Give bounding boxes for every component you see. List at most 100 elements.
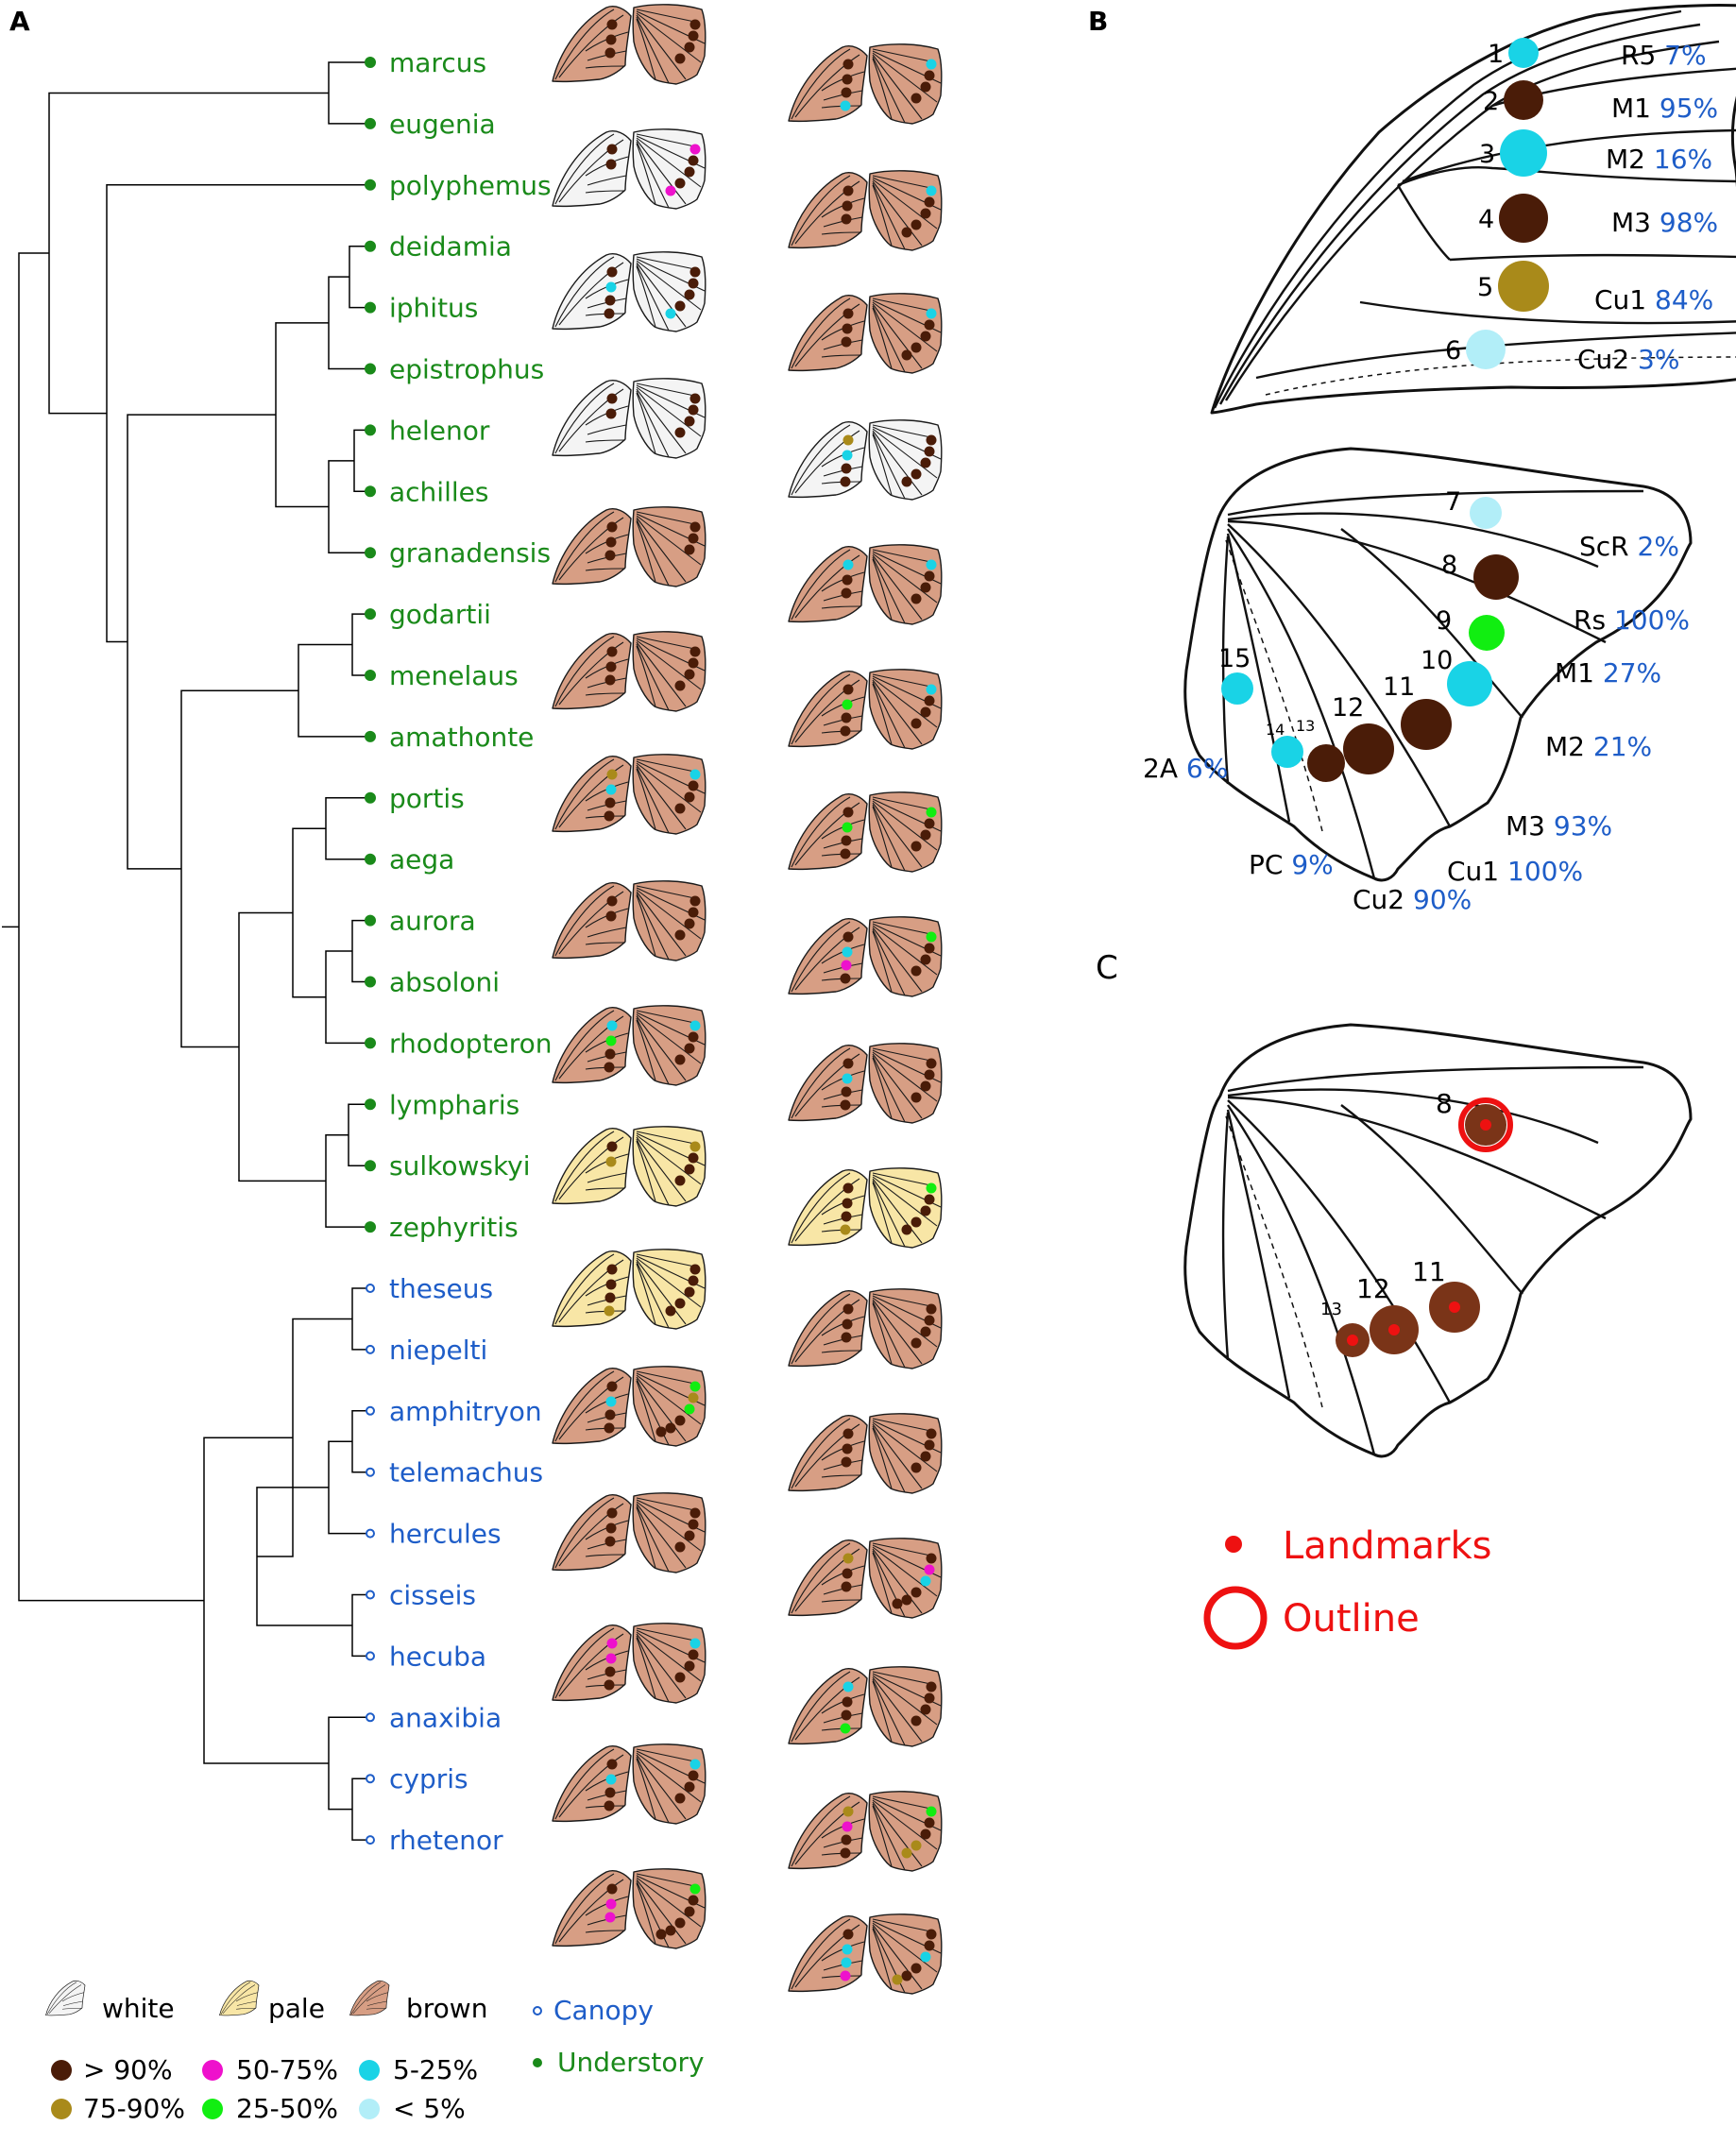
hindwing-dashed-vein — [1225, 539, 1323, 832]
forewing-spot-2 — [1504, 80, 1543, 120]
hindwing-spot-7 — [1470, 497, 1502, 529]
hindwing-vein-6 — [1227, 528, 1376, 879]
forewing-eyespot — [606, 1141, 618, 1152]
hindwing-eyespot — [688, 1152, 699, 1164]
forewing-eyespot — [841, 463, 852, 474]
forewing-dashed-vein — [1265, 356, 1736, 396]
hindwing-vein-1 — [1227, 489, 1644, 517]
wing-pair — [788, 1043, 943, 1124]
forewing-spot-number: 5 — [1477, 273, 1493, 302]
hindwing-eyespot — [926, 1553, 937, 1564]
hindwing-eyespot — [689, 1759, 701, 1770]
hindwing-eyespot — [689, 19, 701, 30]
panel-c-spot-number: 13 — [1320, 1300, 1342, 1319]
hindwing-eyespot — [689, 393, 701, 404]
species-label-zephyritis: zephyritis — [389, 1212, 519, 1243]
forewing-thumb — [788, 295, 868, 372]
hindwing-thumb — [632, 631, 706, 712]
hindwing-spot-11 — [1401, 699, 1452, 750]
hindwing-eyespot — [689, 144, 701, 155]
forewing-eyespot — [604, 1787, 616, 1798]
hindwing-eyespot — [689, 646, 701, 657]
forewing-eyespot — [842, 1443, 853, 1454]
forewing-thumb — [788, 45, 868, 123]
tip-marker-godartii — [365, 608, 376, 621]
legend-white-wing — [45, 1980, 86, 2016]
forewing-eyespot — [605, 1156, 617, 1167]
legend-understory-marker — [533, 2058, 542, 2067]
wing-pair — [788, 1413, 943, 1494]
hindwing-vein-2 — [1227, 512, 1599, 569]
forewing-eyespot — [841, 1957, 852, 1968]
wing-pair — [788, 791, 943, 873]
forewing-thumb — [552, 1624, 632, 1702]
wing-pair — [552, 1366, 706, 1447]
tip-marker-helenor — [365, 424, 376, 436]
hindwing-eyespot — [901, 1847, 912, 1859]
hindwing-spot-number: 11 — [1383, 672, 1415, 702]
forewing-eyespot — [606, 521, 618, 533]
hindwing-eyespot — [920, 1575, 931, 1587]
forewing-eyespot — [605, 1279, 617, 1290]
hindwing-eyespot — [684, 1043, 695, 1054]
forewing-eyespot — [605, 1035, 617, 1046]
hindwing-thumb — [868, 293, 943, 374]
hindwing-eyespot — [911, 718, 922, 729]
species-label-helenor: helenor — [389, 415, 490, 446]
forewing-eyespot — [606, 266, 618, 278]
hindwing-eyespot — [688, 278, 699, 289]
species-label-portis: portis — [389, 783, 465, 814]
tree-branch — [351, 1593, 370, 1658]
forewing-thumb — [788, 1290, 868, 1368]
forewing-vein-R5: R5 7% — [1621, 40, 1707, 71]
wing-pair — [788, 1791, 943, 1872]
hindwing-eyespot — [926, 1058, 937, 1069]
hindwing-eyespot — [684, 1781, 695, 1793]
forewing-eyespot — [605, 661, 617, 672]
forewing-eyespot — [842, 434, 854, 446]
forewing-eyespot — [605, 281, 617, 293]
hindwing-eyespot — [920, 1951, 931, 1963]
hindwing-eyespot — [892, 1598, 903, 1609]
tip-marker-anaxibia — [366, 1712, 375, 1723]
forewing-pct: 98% — [1659, 207, 1718, 238]
tree-branch — [353, 429, 370, 493]
forewing-eyespot — [841, 1834, 852, 1845]
panel-c-vein-2 — [1227, 1088, 1599, 1145]
hindwing-vein-Rs: Rs 100% — [1574, 604, 1690, 636]
forewing-eyespot — [842, 1944, 853, 1955]
hindwing-eyespot — [901, 1970, 912, 1981]
wing-pair — [788, 1913, 943, 1995]
hindwing-eyespot — [665, 1422, 676, 1434]
hindwing-eyespot — [926, 559, 937, 570]
forewing-eyespot — [604, 550, 616, 561]
hindwing-eyespot — [926, 684, 937, 695]
legend-p50-swatch — [202, 2060, 223, 2081]
outline-legend-label: Outline — [1283, 1597, 1420, 1641]
species-label-cypris: cypris — [389, 1763, 468, 1794]
forewing-eyespot — [841, 87, 852, 98]
hindwing-eyespot — [688, 533, 699, 544]
hindwing-eyespot — [689, 769, 701, 780]
hindwing-eyespot — [924, 1194, 935, 1205]
hindwing-eyespot — [924, 943, 935, 954]
tip-marker-iphitus — [365, 301, 376, 314]
hindwing-spot-10 — [1447, 661, 1492, 706]
hindwing-eyespot — [674, 1415, 686, 1426]
tree-branch — [351, 919, 370, 983]
wing-pair — [788, 43, 943, 125]
forewing-eyespot — [840, 848, 851, 859]
forewing-cell-end — [1396, 184, 1451, 261]
tip-marker-amphitryon — [366, 1405, 375, 1416]
hindwing-pct: 9% — [1291, 849, 1333, 880]
tip-marker-hecuba — [366, 1651, 375, 1661]
wing-thumbnails — [552, 4, 943, 1995]
tree-branch — [348, 1103, 370, 1166]
hindwing-pct: 93% — [1554, 810, 1612, 842]
hindwing-thumb — [868, 1538, 943, 1619]
tip-marker-portis — [365, 791, 376, 804]
hindwing-eyespot — [924, 570, 935, 582]
species-label-rhodopteron: rhodopteron — [389, 1028, 553, 1059]
